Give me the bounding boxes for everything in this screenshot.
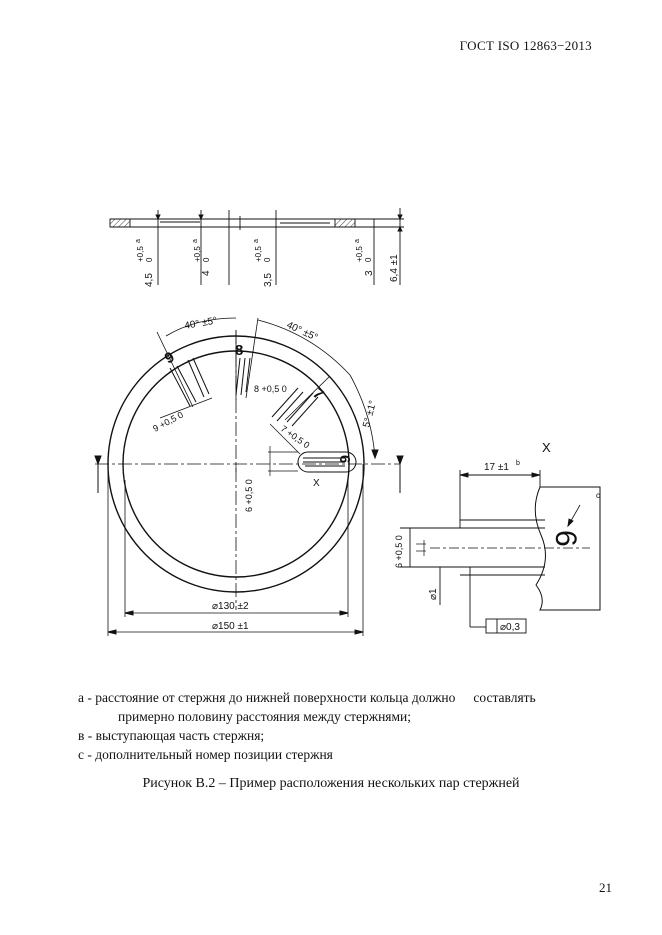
section-tol-lower-4: 0 bbox=[364, 257, 373, 262]
document-header: ГОСТ ISO 12863−2013 bbox=[459, 38, 592, 53]
angle-label-2: 40° ±5° bbox=[285, 320, 320, 344]
pair-6-tolerance: 6 +0,5 0 bbox=[244, 479, 254, 512]
diameter-inner-label: ⌀130 ±2 bbox=[212, 601, 249, 612]
detail-marker-6: 6 bbox=[549, 530, 582, 547]
section-dimensions: 4,5 +0,5 0 a 4 +0,5 0 a 3,5 +0,5 0 a 3 +… bbox=[135, 239, 400, 287]
page-number: 21 bbox=[599, 880, 612, 895]
section-tol-upper-1: +0,5 bbox=[136, 246, 145, 262]
pair-7-tolerance: 7 +0,5 0 bbox=[279, 423, 312, 450]
section-view bbox=[109, 208, 404, 285]
note-a: а - расстояние от стержня до нижней пове… bbox=[78, 688, 618, 707]
section-tol-lower-3: 0 bbox=[263, 257, 272, 262]
diameter-outer-label: ⌀150 ±1 bbox=[212, 621, 249, 632]
angle-label-1: 40° ±5° bbox=[184, 315, 218, 332]
detail-width-tolerance: 6 +0,5 0 bbox=[394, 535, 404, 568]
section-tol-mark-1: a bbox=[135, 239, 142, 243]
detail-length-mark: b bbox=[516, 460, 520, 467]
figure-caption: Рисунок В.2 – Пример расположения нескол… bbox=[142, 776, 520, 791]
section-dim-3: 3,5 bbox=[263, 273, 274, 287]
note-a-tail: составлять bbox=[473, 690, 536, 705]
flatness-frame bbox=[485, 618, 527, 634]
pair-9-tolerance: 9 +0,5 0 bbox=[151, 410, 185, 434]
detail-callout-c: c bbox=[596, 491, 600, 500]
section-tol-mark-3: a bbox=[253, 239, 260, 243]
section-tol-upper-2: +0,5 bbox=[193, 246, 202, 262]
note-c: с - дополнительный номер позиции стержня bbox=[78, 747, 333, 762]
marker-6: 6 bbox=[336, 455, 353, 463]
angle-label-3: 5° ±1° bbox=[361, 399, 379, 428]
detail-flatness-value: ⌀0,3 bbox=[500, 622, 520, 633]
section-tol-mark-2: a bbox=[192, 239, 199, 243]
section-tol-upper-3: +0,5 bbox=[254, 246, 263, 262]
section-dim-2: 4 bbox=[201, 270, 212, 276]
section-tol-mark-4: a bbox=[354, 239, 361, 243]
figure-notes: а - расстояние от стержня до нижней пове… bbox=[78, 688, 618, 764]
detail-view-x bbox=[400, 470, 601, 634]
detail-pin-diameter: ⌀1 bbox=[428, 588, 439, 600]
pair-8-tolerance: 8 +0,5 0 bbox=[254, 384, 287, 394]
technical-drawing: 4,5 +0,5 0 a 4 +0,5 0 a 3,5 +0,5 0 a 3 +… bbox=[94, 208, 601, 636]
section-dim-4: 3 bbox=[364, 270, 375, 276]
ring-plan-view bbox=[94, 317, 404, 636]
detail-length: 17 ±1 bbox=[484, 462, 509, 473]
detail-label-x: X bbox=[542, 440, 551, 455]
note-b: в - выступающая часть стержня; bbox=[78, 728, 265, 743]
marker-8: 8 bbox=[235, 342, 243, 359]
section-thickness: 6,4 ±1 bbox=[389, 254, 400, 282]
section-tol-upper-4: +0,5 bbox=[355, 246, 364, 262]
section-dim-1: 4,5 bbox=[144, 273, 155, 287]
section-tol-lower-2: 0 bbox=[202, 257, 211, 262]
section-mark-x: X bbox=[313, 478, 320, 489]
detail-labels: X 17 ±1 b 6 +0,5 0 ⌀1 ⌀0,3 c 6 bbox=[394, 440, 600, 633]
section-tol-lower-1: 0 bbox=[145, 257, 154, 262]
note-a-continued: примерно половину расстояния между стерж… bbox=[118, 709, 412, 724]
note-a-text: а - расстояние от стержня до нижней пове… bbox=[78, 690, 456, 705]
